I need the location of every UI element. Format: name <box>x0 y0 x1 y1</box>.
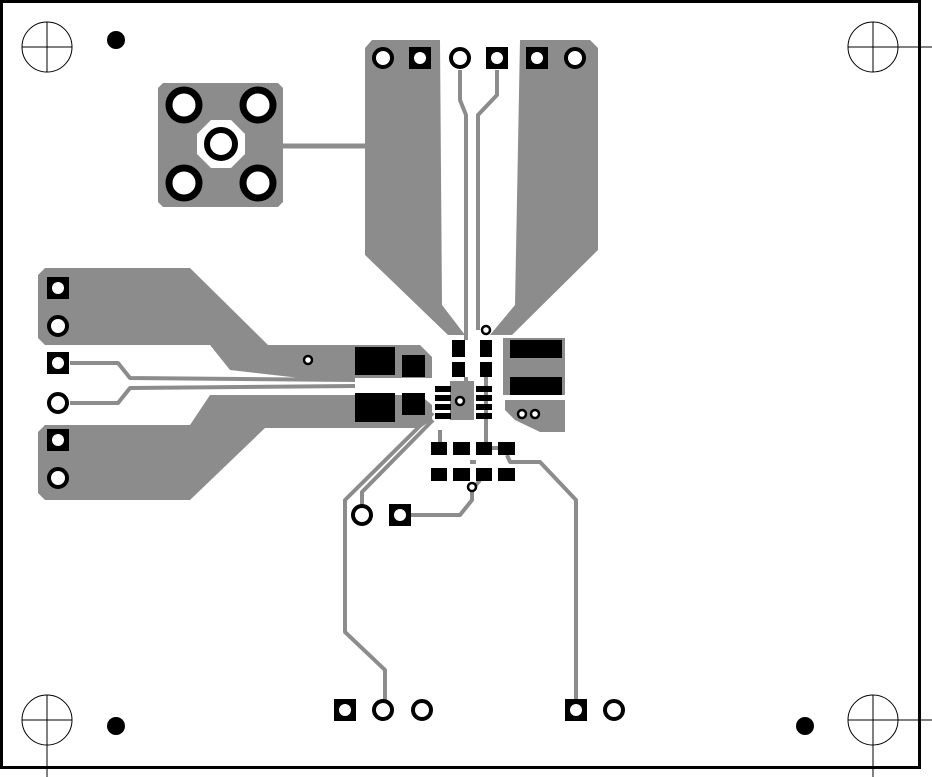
smd-pad <box>476 386 492 392</box>
smd-pad <box>431 442 447 455</box>
smd-pad <box>453 468 470 481</box>
trace <box>360 418 435 505</box>
smd-pad <box>355 393 395 422</box>
smd-pad <box>453 442 470 455</box>
via <box>529 408 541 420</box>
drill-hole <box>52 434 64 446</box>
smd-pad <box>476 468 492 481</box>
smd-pad <box>435 413 451 419</box>
smd-pad <box>452 362 465 377</box>
smd-pad <box>476 413 492 419</box>
round-pad <box>449 47 471 69</box>
round-pad <box>603 699 625 721</box>
via <box>480 324 492 336</box>
connector-hole <box>165 164 203 202</box>
traces <box>70 70 578 700</box>
fiducial-dot <box>107 717 125 735</box>
smd-pad <box>480 362 492 377</box>
round-pad <box>411 699 433 721</box>
trace <box>70 361 356 382</box>
round-pad <box>372 699 394 721</box>
drill-hole <box>491 52 503 64</box>
round-pad <box>47 467 69 489</box>
via <box>454 395 466 407</box>
round-pad <box>47 392 69 414</box>
trace <box>343 411 435 700</box>
smd-pad <box>402 393 425 415</box>
smd-pad <box>498 468 515 481</box>
trace <box>70 384 356 405</box>
smd-pad <box>476 442 492 455</box>
smd-pad <box>476 395 492 401</box>
drill-hole <box>52 282 64 294</box>
smd-pad <box>510 340 562 358</box>
round-pad <box>372 47 394 69</box>
smd-pad <box>480 340 492 357</box>
smd-pad <box>355 347 395 375</box>
round-pad <box>564 47 586 69</box>
connector-center-hole <box>204 127 238 161</box>
copper-pour <box>365 40 465 335</box>
via <box>466 481 478 493</box>
pads <box>47 47 625 721</box>
drill-hole <box>531 52 543 64</box>
fiducial-dot <box>107 31 125 49</box>
smd-pad <box>431 468 447 481</box>
smd-pad <box>476 404 492 410</box>
board-outline <box>0 0 921 769</box>
smd-pad <box>510 377 562 395</box>
via <box>516 408 528 420</box>
fiducial-dot <box>796 717 814 735</box>
copper-pour <box>38 268 432 378</box>
trace <box>476 70 499 330</box>
copper-pour <box>38 395 432 500</box>
connector-hole <box>165 86 203 124</box>
connector-hole <box>239 86 277 124</box>
trace <box>505 454 578 700</box>
trace <box>458 70 468 340</box>
smd-pad <box>435 386 451 392</box>
smd-pad <box>435 404 451 410</box>
connector-hole <box>239 164 277 202</box>
drill-hole <box>570 704 582 716</box>
round-pad <box>351 504 373 526</box>
via <box>302 354 314 366</box>
round-pad <box>47 315 69 337</box>
drill-hole <box>414 52 426 64</box>
drill-hole <box>339 704 351 716</box>
smd-pad <box>435 395 451 401</box>
drill-hole <box>52 357 64 369</box>
fiducials <box>21 21 932 777</box>
smd-pad <box>402 355 425 377</box>
drill-hole <box>394 509 406 521</box>
smd-pad <box>498 442 515 455</box>
smd-pad <box>452 340 465 357</box>
copper-pours <box>38 40 598 500</box>
copper-pour <box>490 40 598 335</box>
